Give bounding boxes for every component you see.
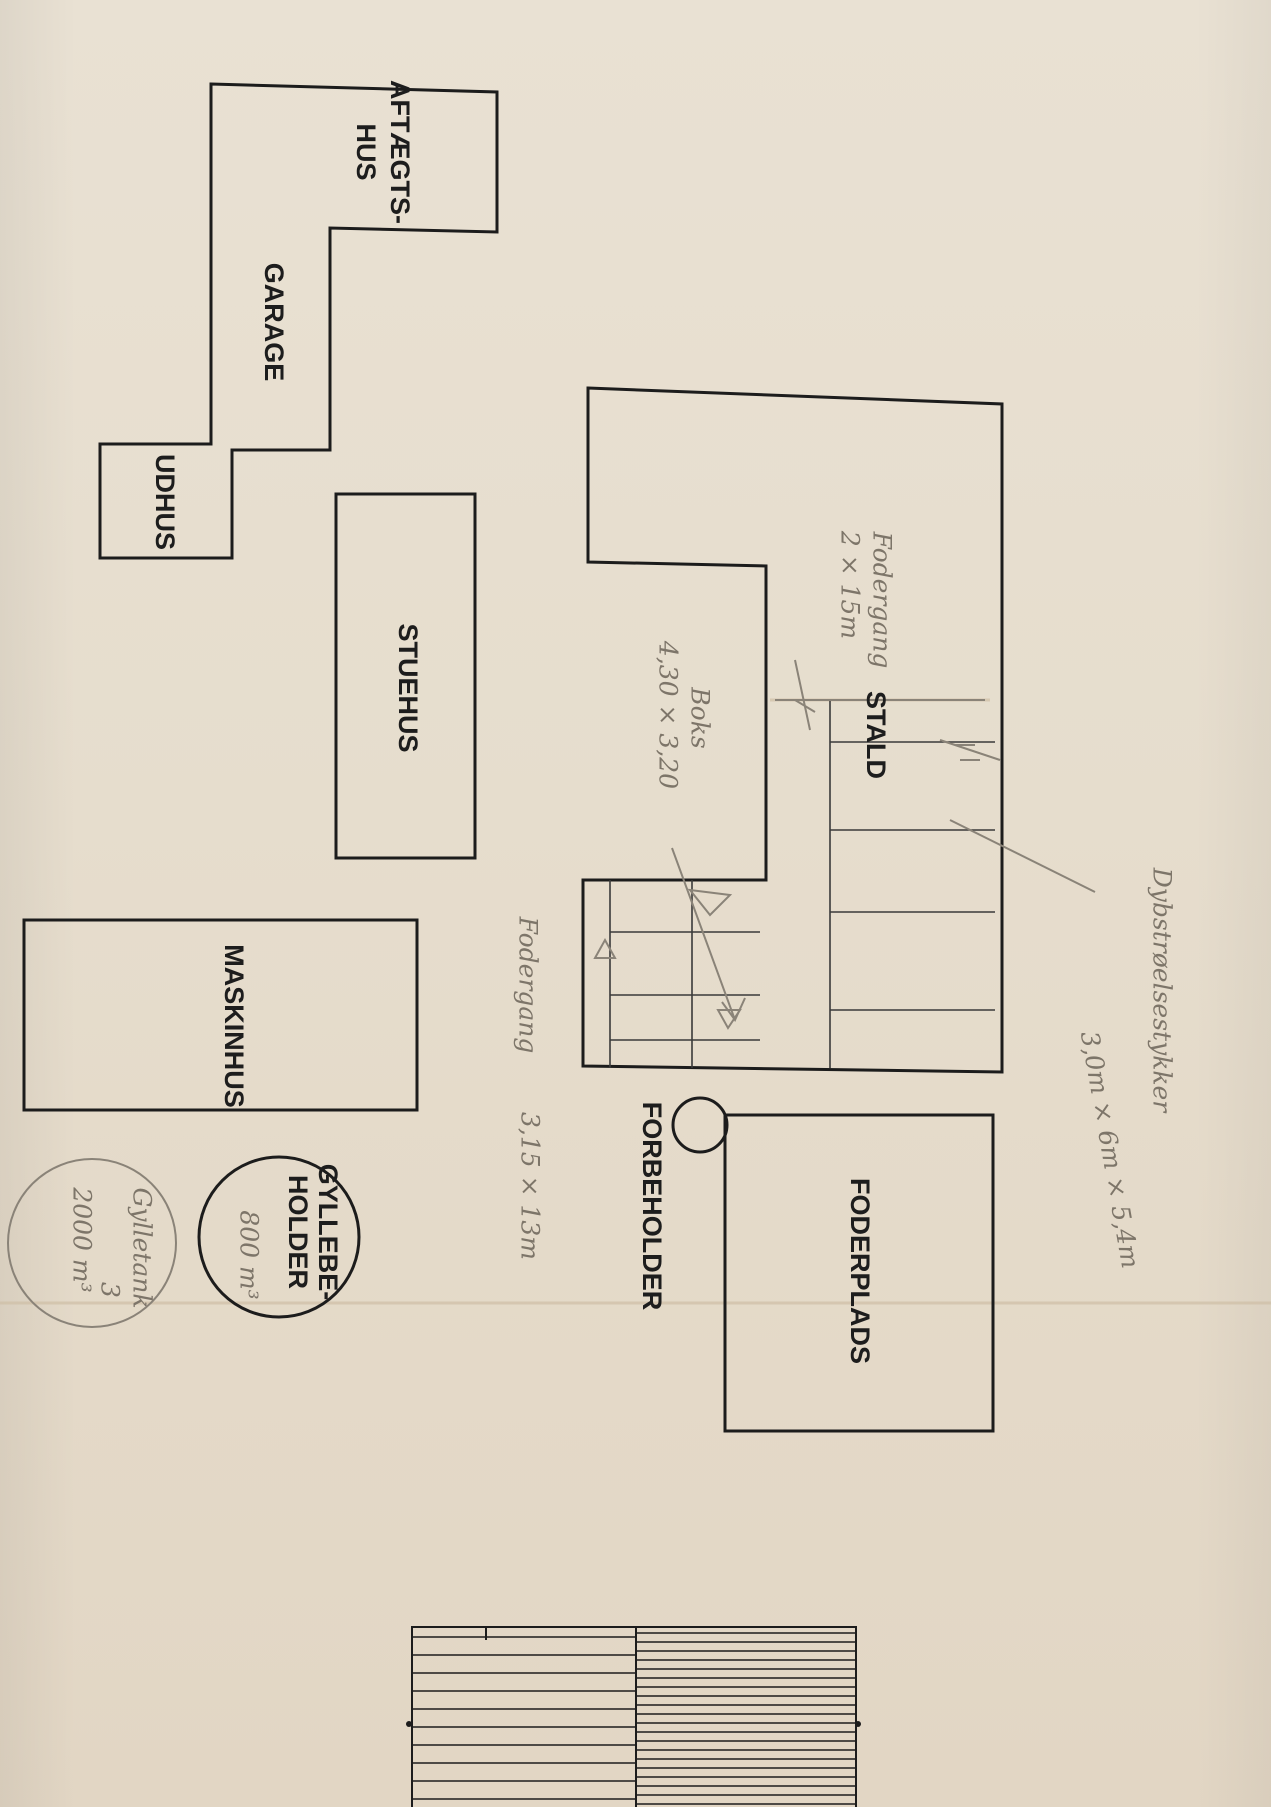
pencil-triangle [716, 1009, 742, 1030]
note-dybstroelse-dims: 3,0m × 6m × 5,4m [1075, 1029, 1145, 1271]
label-stald: STALD [861, 691, 891, 779]
note-dybstroelse-title: Dybstrøelsestykker [1148, 867, 1177, 1115]
note-gylletank-volume-b: 2000 m³ [68, 1186, 97, 1292]
label-maskinhus: MASKINHUS [219, 944, 249, 1108]
note-gylletank-label: Gylletank [128, 1187, 157, 1308]
note-gylletank-volume-a: 3 [96, 1282, 125, 1298]
pencil-mark [939, 739, 1001, 761]
pencil-triangle [687, 888, 733, 917]
gyllebeholder-tank [197, 1155, 361, 1319]
note-fodergang-bottom-dims: 3,15 × 13m [516, 1112, 545, 1260]
foderplads-outline [723, 1113, 995, 1433]
pencil-arrow-boks [671, 847, 746, 1022]
stald-outline [581, 386, 1004, 1074]
label-gyllebeholder-line1: GYLLEBE- [313, 1164, 343, 1301]
label-gyllebeholder-line2: HOLDER [283, 1175, 313, 1289]
stuehus-outline [334, 492, 477, 860]
gylletank-pencil-circle [7, 1158, 177, 1328]
label-garage: GARAGE [259, 263, 289, 382]
note-fodergang-top: Fodergang [868, 531, 897, 669]
note-fodergang-bottom: Fodergang [514, 916, 543, 1054]
pencil-arrow-fodergang [794, 659, 816, 731]
forbeholder-tank [671, 1096, 729, 1154]
aftaegtshus-garage-udhus-outline [98, 82, 499, 560]
pencil-triangle [593, 937, 617, 959]
hatched-structure [406, 1626, 861, 1807]
pencil-mark [955, 744, 980, 761]
note-gylle-volume: 800 m³ [235, 1210, 264, 1299]
maskinhus-outline [22, 918, 419, 1112]
note-boks-dims: 4,30 × 3,20 [654, 640, 683, 789]
label-foderplads: FODERPLADS [845, 1178, 875, 1364]
label-udhus: UDHUS [150, 454, 180, 550]
note-fodergang-top-dims: 2 × 15m [836, 530, 865, 639]
label-forbeholder: FORBEHOLDER [637, 1102, 667, 1311]
label-aftaegtshus-line2: HUS [351, 123, 381, 180]
pencil-leader-line [949, 819, 1096, 893]
label-stuehus: STUEHUS [393, 623, 423, 752]
label-aftaegtshus-line1: AFTÆGTS- [385, 80, 415, 224]
note-boks: Boks [686, 686, 715, 748]
